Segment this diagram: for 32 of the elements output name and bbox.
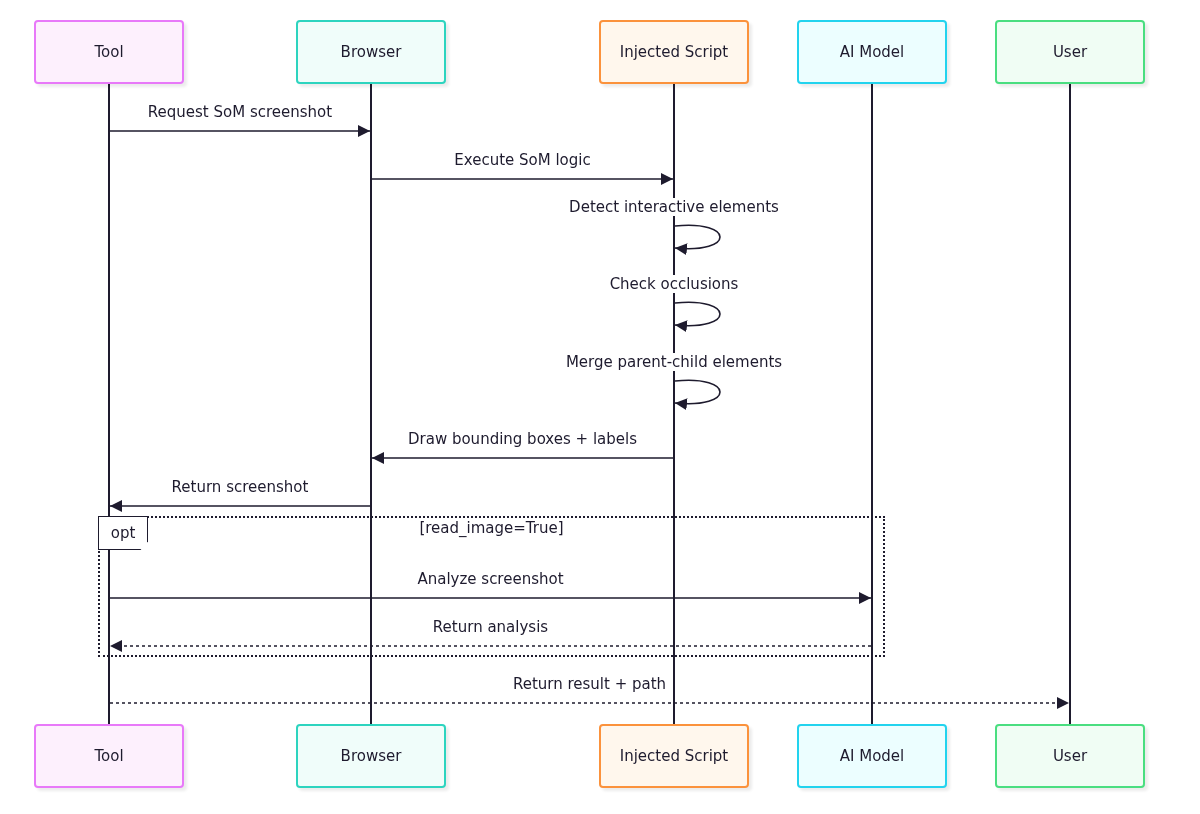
- message-label: Draw bounding boxes + labels: [406, 430, 639, 448]
- lifeline: [1069, 84, 1071, 724]
- message-arrow: [109, 125, 371, 137]
- message-arrow: [109, 640, 872, 652]
- fragment-operator-tab: opt: [98, 516, 148, 550]
- participant-box: User: [995, 724, 1145, 788]
- self-message-arrow: [674, 301, 721, 332]
- self-message-arrow: [674, 379, 721, 410]
- participant-box: User: [995, 20, 1145, 84]
- participant-box: AI Model: [797, 724, 947, 788]
- participant-box: Browser: [296, 20, 446, 84]
- lifeline: [370, 84, 372, 724]
- participant-box: Injected Script: [599, 20, 749, 84]
- message-label: Check occlusions: [607, 275, 741, 293]
- participant-box: Tool: [34, 724, 184, 788]
- lifeline: [871, 84, 873, 724]
- message-label: Execute SoM logic: [452, 151, 593, 169]
- message-arrow: [109, 697, 1070, 709]
- message-arrow: [371, 452, 674, 464]
- participant-box: AI Model: [797, 20, 947, 84]
- lifeline: [673, 84, 675, 724]
- message-arrow: [371, 173, 674, 185]
- lifeline: [108, 84, 110, 724]
- participant-box: Injected Script: [599, 724, 749, 788]
- self-message-arrow: [674, 224, 721, 255]
- participant-box: Tool: [34, 20, 184, 84]
- message-arrow: [109, 500, 371, 512]
- message-arrow: [109, 592, 872, 604]
- fragment-condition: [read_image=True]: [417, 519, 566, 537]
- participant-box: Browser: [296, 724, 446, 788]
- message-label: Detect interactive elements: [567, 198, 781, 216]
- message-label: Analyze screenshot: [415, 570, 566, 588]
